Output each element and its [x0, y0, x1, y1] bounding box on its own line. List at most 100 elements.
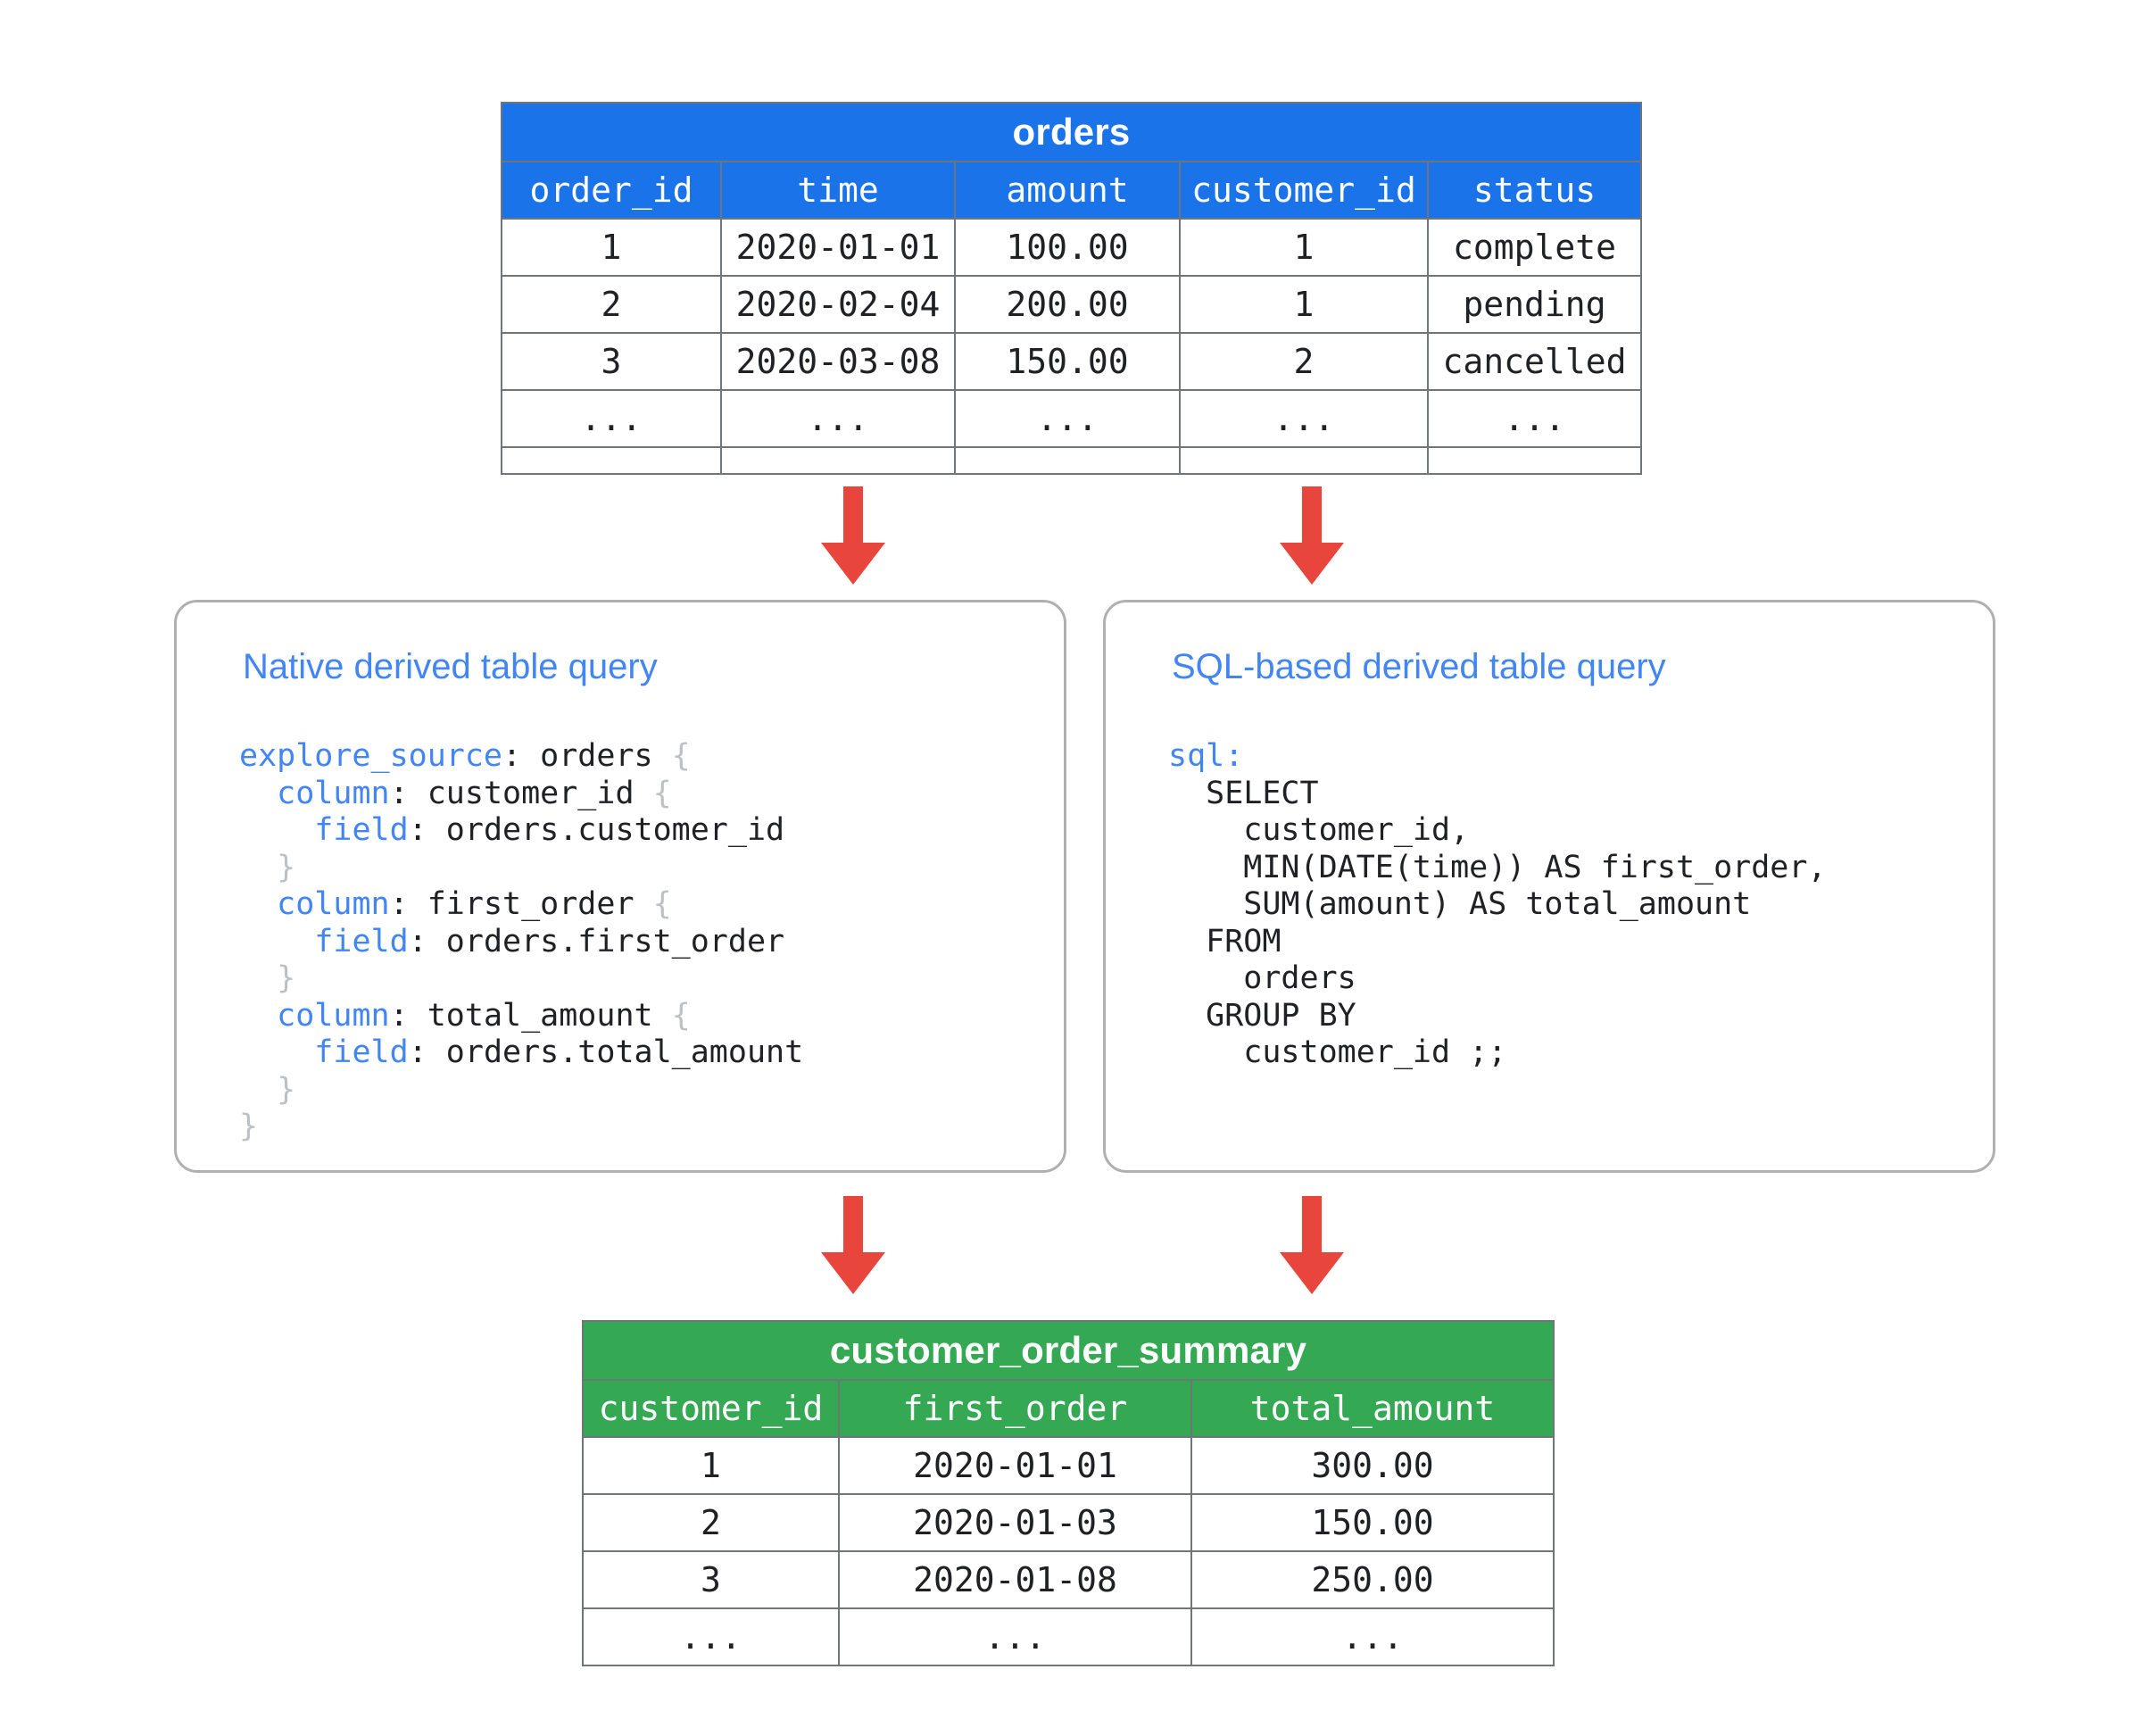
code-text: : orders.total_amount — [408, 1034, 804, 1070]
code-line: column: customer_id { — [239, 776, 1042, 813]
summary-table-header-row: customer_id first_order total_amount — [582, 1379, 1555, 1438]
code-keyword: column — [277, 997, 390, 1034]
code-brace: { — [671, 997, 691, 1034]
orders-table-title: orders — [500, 102, 1643, 162]
summary-cell: 3 — [582, 1550, 840, 1609]
code-line: GROUP BY — [1168, 998, 1971, 1035]
code-keyword: field — [314, 923, 409, 959]
summary-cell: ... — [838, 1607, 1192, 1666]
arrow-orders-to-native-icon — [819, 486, 887, 585]
code-line: } — [239, 1072, 1042, 1109]
orders-cell-truncated — [1426, 446, 1643, 475]
native-derived-table-card: Native derived table query explore_sourc… — [174, 600, 1066, 1173]
code-text: : orders.customer_id — [408, 812, 785, 848]
orders-cell: 3 — [501, 332, 722, 391]
code-line: } — [239, 960, 1042, 998]
orders-cell: ... — [720, 389, 956, 448]
code-text — [239, 812, 314, 848]
summary-cell: 300.00 — [1190, 1436, 1555, 1495]
orders-cell: 2 — [501, 275, 722, 334]
code-text — [239, 886, 277, 922]
table-row: 1 2020-01-01 100.00 1 complete — [501, 218, 1643, 277]
summary-column-header-total-amount: total_amount — [1190, 1379, 1555, 1438]
code-line: FROM — [1168, 924, 1971, 961]
code-line: } — [239, 850, 1042, 887]
native-card-code: explore_source: orders { column: custome… — [239, 738, 1042, 1146]
orders-cell: 200.00 — [954, 275, 1181, 334]
code-text: SELECT — [1168, 775, 1319, 811]
orders-cell-truncated — [720, 446, 956, 475]
table-row: 3 2020-01-08 250.00 — [582, 1550, 1555, 1609]
code-text — [239, 776, 277, 811]
orders-cell: 2020-01-01 — [720, 218, 956, 277]
code-brace: } — [277, 849, 296, 885]
orders-table-header-row: order_id time amount customer_id status — [501, 161, 1643, 220]
summary-cell: 150.00 — [1190, 1493, 1555, 1552]
code-text: MIN(DATE(time)) AS first_order, — [1168, 849, 1827, 885]
summary-cell: ... — [1190, 1607, 1555, 1666]
orders-cell: cancelled — [1426, 332, 1643, 391]
table-row: 2 2020-01-03 150.00 — [582, 1493, 1555, 1552]
summary-cell: 250.00 — [1190, 1550, 1555, 1609]
orders-column-header-time: time — [720, 161, 956, 220]
code-text: GROUP BY — [1168, 997, 1356, 1034]
orders-cell-truncated — [954, 446, 1181, 475]
code-text: : first_order — [389, 886, 653, 922]
orders-cell: complete — [1426, 218, 1643, 277]
orders-column-header-order-id: order_id — [501, 161, 722, 220]
code-text: : orders — [502, 738, 672, 774]
code-line: explore_source: orders { — [239, 738, 1042, 776]
summary-cell: 1 — [582, 1436, 840, 1495]
table-row-ellipsis: ... ... ... ... ... — [501, 389, 1643, 448]
code-line: SUM(amount) AS total_amount — [1168, 886, 1971, 924]
orders-cell: 150.00 — [954, 332, 1181, 391]
summary-cell: 2020-01-01 — [838, 1436, 1192, 1495]
code-text: : customer_id — [389, 775, 653, 811]
code-keyword: column — [277, 886, 390, 922]
code-line: orders — [1168, 960, 1971, 998]
summary-table-title: customer_order_summary — [581, 1320, 1555, 1381]
code-brace: { — [652, 886, 672, 922]
code-keyword: field — [314, 1034, 409, 1070]
table-row: 2 2020-02-04 200.00 1 pending — [501, 275, 1643, 334]
code-keyword: column — [277, 775, 390, 811]
orders-cell-truncated — [501, 446, 722, 475]
code-text — [239, 1072, 277, 1108]
code-brace: { — [652, 775, 672, 811]
code-text: FROM — [1168, 923, 1282, 959]
summary-cell: 2020-01-08 — [838, 1550, 1192, 1609]
summary-column-header-customer-id: customer_id — [582, 1379, 840, 1438]
arrow-orders-to-sql-icon — [1278, 486, 1346, 585]
orders-cell: ... — [1179, 389, 1429, 448]
code-text: customer_id ;; — [1168, 1034, 1507, 1070]
orders-cell: 1 — [1179, 218, 1429, 277]
orders-cell: 2020-02-04 — [720, 275, 956, 334]
orders-table-title-row: orders — [500, 102, 1643, 162]
code-brace: { — [671, 738, 691, 774]
code-keyword: explore_source — [239, 738, 503, 774]
code-brace: } — [239, 1109, 259, 1144]
code-line: field: orders.total_amount — [239, 1034, 1042, 1072]
orders-cell: 2020-03-08 — [720, 332, 956, 391]
orders-cell: ... — [501, 389, 722, 448]
orders-cell-truncated — [1179, 446, 1429, 475]
orders-cell: 2 — [1179, 332, 1429, 391]
customer-order-summary-table: customer_order_summary customer_id first… — [581, 1320, 1555, 1666]
code-text: : orders.first_order — [408, 923, 785, 959]
sql-card-title: SQL-based derived table query — [1172, 647, 1666, 686]
sql-card-code: sql: SELECT customer_id, MIN(DATE(time))… — [1168, 738, 1971, 1072]
code-line: field: orders.first_order — [239, 924, 1042, 961]
table-row: 1 2020-01-01 300.00 — [582, 1436, 1555, 1495]
orders-cell: 1 — [1179, 275, 1429, 334]
summary-cell: 2020-01-03 — [838, 1493, 1192, 1552]
summary-cell: 2 — [582, 1493, 840, 1552]
orders-cell: 100.00 — [954, 218, 1181, 277]
orders-cell: pending — [1426, 275, 1643, 334]
code-line: column: total_amount { — [239, 998, 1042, 1035]
orders-cell: ... — [954, 389, 1181, 448]
code-text — [239, 998, 277, 1034]
code-text — [239, 960, 277, 996]
arrow-sql-to-summary-icon — [1278, 1196, 1346, 1294]
code-line: sql: — [1168, 738, 1971, 776]
table-row-ellipsis: ... ... ... — [582, 1607, 1555, 1666]
